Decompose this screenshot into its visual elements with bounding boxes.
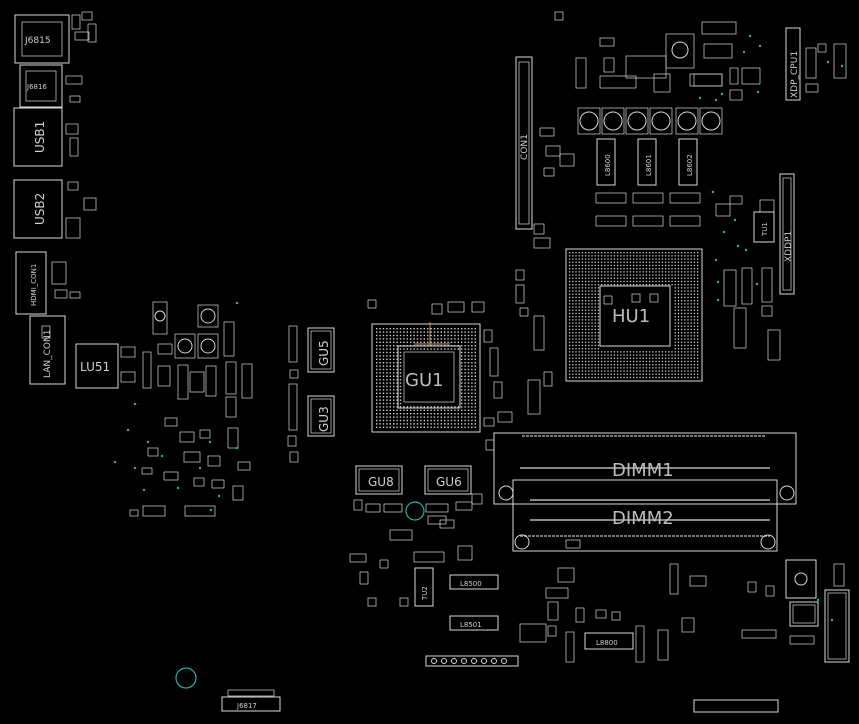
ic-tu1: TU1 [753, 211, 775, 243]
svg-text:USB2: USB2 [33, 193, 47, 225]
svg-text:LAN_CON1: LAN_CON1 [43, 330, 53, 378]
inductor-l8500: L8500 [449, 574, 499, 590]
top-right-regulators [554, 11, 761, 101]
lu51-area-parts [120, 301, 253, 517]
bottom-parts [413, 539, 777, 663]
mounting-hole [175, 667, 197, 689]
svg-text:CON1: CON1 [520, 134, 530, 160]
gu-side-resistors [287, 325, 299, 463]
svg-text:XDP_CPU1: XDP_CPU1 [790, 51, 800, 98]
connector-j6817: J6817 [221, 689, 281, 712]
bottom-right-connector [693, 699, 779, 713]
inductor-l8810 [693, 73, 723, 87]
ic-tu2: TU2 [414, 567, 434, 607]
svg-text:J6816: J6816 [26, 83, 47, 91]
svg-text:HU1: HU1 [612, 306, 650, 327]
ic-gu1: GU1 [371, 322, 481, 433]
svg-text:GU8: GU8 [368, 475, 394, 489]
inductor-l8602: L8602 [678, 138, 698, 186]
svg-text:DIMM1: DIMM1 [612, 460, 674, 481]
mounting-hole [405, 501, 425, 521]
ic-gu6: GU6 [424, 465, 472, 495]
svg-text:HDMI_CON1: HDMI_CON1 [30, 264, 38, 306]
svg-text:L8800: L8800 [596, 639, 618, 647]
hu1grid-pads [569, 252, 699, 379]
right-mid-parts [723, 267, 781, 361]
connector-usb2: USB2 [13, 179, 63, 239]
left-passives [41, 11, 97, 339]
connector-con1: CON1 [515, 56, 533, 230]
svg-text:TU1: TU1 [761, 222, 769, 237]
connector-hdmi: HDMI_CON1 [15, 251, 47, 315]
lu51-vias [113, 301, 239, 512]
inductor-l8800: L8800 [584, 632, 634, 650]
svg-text:L8500: L8500 [460, 580, 482, 588]
vias [208, 34, 844, 622]
svg-text:L8601: L8601 [645, 154, 653, 176]
connector-xdp-cpu1: XDP_CPU1 [785, 27, 847, 101]
inductor-l8601: L8601 [637, 138, 657, 186]
ic-gu8: GU8 [355, 465, 403, 495]
svg-text:GU5: GU5 [317, 340, 331, 366]
svg-text:GU1: GU1 [405, 370, 444, 391]
ic-gu3: GU3 [307, 395, 335, 437]
ic-lu51: LU51 [75, 343, 119, 389]
bottom-header [425, 655, 519, 667]
connector-xddp1: XDDP1 [779, 173, 795, 295]
connector-j6815: J6815 [14, 14, 70, 64]
svg-text:XDDP1: XDDP1 [784, 231, 794, 262]
dimm1-slot: DIMM1 [493, 432, 797, 505]
connector-usb1: USB1 [13, 107, 63, 167]
svg-text:J6815: J6815 [24, 36, 51, 46]
inductor-l8600: L8600 [596, 138, 616, 186]
cpu-socket-hu1: HU1 [565, 248, 703, 382]
svg-text:GU6: GU6 [436, 475, 462, 489]
svg-text:L8600: L8600 [604, 154, 612, 176]
connector-lan: LAN_CON1 [29, 315, 66, 385]
con1-side-parts [515, 127, 575, 415]
bottom-right-ics [785, 559, 850, 663]
svg-text:L8602: L8602 [686, 154, 694, 176]
svg-text:USB1: USB1 [33, 121, 47, 153]
gu1-periphery [349, 299, 513, 607]
mosfet-rows [595, 192, 775, 227]
svg-text:DIMM2: DIMM2 [612, 508, 674, 529]
capacitor-row [577, 107, 723, 135]
svg-text:TU2: TU2 [421, 586, 429, 601]
inductor-l8501: L8501 [449, 615, 499, 631]
svg-text:J6817: J6817 [236, 702, 257, 710]
connector-j6816: J6816 [19, 64, 63, 108]
svg-text:GU3: GU3 [317, 406, 331, 432]
svg-text:L8501: L8501 [460, 621, 482, 629]
ic-gu5: GU5 [307, 327, 335, 373]
dimm2-slot: DIMM2 [512, 479, 778, 552]
svg-text:LU51: LU51 [80, 360, 110, 374]
